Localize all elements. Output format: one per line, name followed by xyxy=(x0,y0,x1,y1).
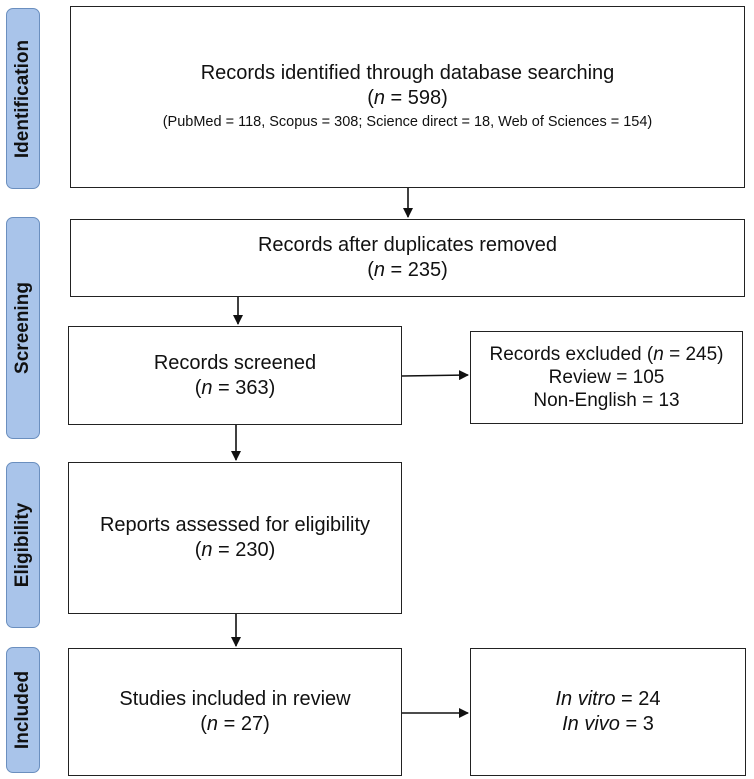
box-study-types: In vitro = 24 In vivo = 3 xyxy=(470,648,746,776)
box-eligibility: Reports assessed for eligibility (n = 23… xyxy=(68,462,402,614)
duplicates-title: Records after duplicates removed xyxy=(257,234,558,256)
phase-included: Included xyxy=(6,647,40,773)
identified-count: (n = 598) xyxy=(367,87,448,109)
phase-identification: Identification xyxy=(6,8,40,189)
excluded-title: Records excluded (n = 245) xyxy=(489,344,724,365)
box-records-screened: Records screened (n = 363) xyxy=(68,326,402,425)
phase-eligibility: Eligibility xyxy=(6,462,40,628)
box-records-identified: Records identified through database sear… xyxy=(70,6,745,188)
screened-title: Records screened xyxy=(153,351,317,374)
in-vitro-count: In vitro = 24 xyxy=(555,688,661,710)
arrow-screened-to-excluded xyxy=(401,370,469,381)
in-vivo-count: In vivo = 3 xyxy=(562,713,654,735)
phase-screening: Screening xyxy=(6,217,40,439)
excluded-review: Review = 105 xyxy=(548,367,665,388)
box-duplicates-removed: Records after duplicates removed (n = 23… xyxy=(70,219,745,297)
included-count: (n = 27) xyxy=(200,713,270,735)
screened-count: (n = 363) xyxy=(194,376,276,399)
excluded-non-english: Non-English = 13 xyxy=(533,390,680,411)
identified-title: Records identified through database sear… xyxy=(200,62,615,84)
eligibility-title: Reports assessed for eligibility xyxy=(99,514,371,536)
eligibility-count: (n = 230) xyxy=(194,539,276,561)
box-records-excluded: Records excluded (n = 245) Review = 105 … xyxy=(470,331,743,424)
duplicates-count: (n = 235) xyxy=(367,259,448,281)
box-studies-included: Studies included in review (n = 27) xyxy=(68,648,402,776)
included-title: Studies included in review xyxy=(119,688,351,710)
identified-sources: (PubMed = 118, Scopus = 308; Science dir… xyxy=(162,114,653,130)
